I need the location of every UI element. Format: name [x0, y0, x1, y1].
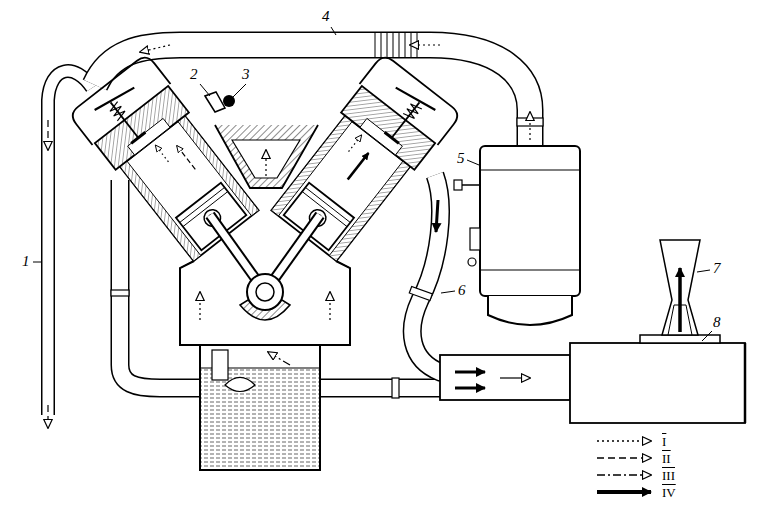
callout-number: 5 [457, 150, 465, 167]
callout-number: 6 [458, 282, 466, 299]
legend-label: II [662, 451, 671, 466]
callout-number: 4 [322, 8, 330, 25]
callout-number: 1 [22, 253, 30, 270]
legend-label: III [662, 468, 675, 483]
legend-sample [595, 468, 655, 482]
legend-label: I [662, 434, 666, 449]
callout-number: 2 [190, 66, 198, 83]
callout-number: 8 [713, 314, 721, 331]
legend-sample [595, 434, 655, 448]
legend-sample [595, 451, 655, 465]
callout-number: 7 [713, 260, 721, 277]
callout-number: 3 [242, 66, 250, 83]
legend-label: IV [662, 485, 676, 500]
legend-sample [595, 485, 655, 499]
